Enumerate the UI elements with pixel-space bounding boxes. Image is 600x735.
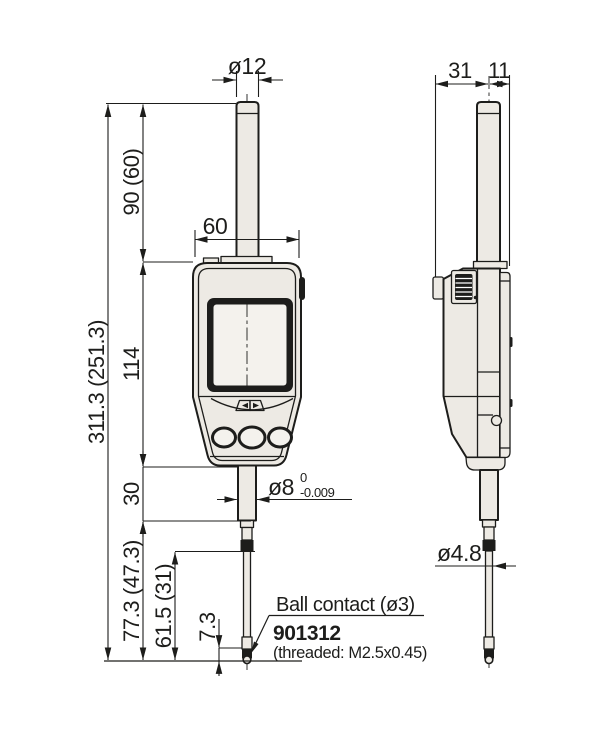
dim-lower-section: 77.3 (47.3): [119, 540, 144, 642]
callout-contact-label: Ball contact (ø3): [276, 594, 415, 616]
spindle: [242, 550, 252, 638]
arrow-key-right: [249, 399, 265, 412]
front-bump-upper: [509, 337, 513, 347]
display-screen: [213, 304, 287, 386]
dim-contact-point: 7.3: [195, 612, 220, 642]
side-bottom-cap: [465, 456, 506, 471]
button-right: [267, 426, 293, 449]
side-spindle: [484, 550, 494, 638]
side-contact-band: [484, 649, 494, 659]
side-ball-tip: [484, 655, 494, 665]
thumbwheel-pin: [473, 295, 478, 300]
side-mounting-stem: [479, 469, 499, 521]
ball-contact-callout: Ball contact (ø3) 901312 (threaded: M2.5…: [251, 594, 427, 662]
side-view: [432, 76, 513, 668]
side-view-dimensions: 31 11 ø4.8: [434, 58, 516, 570]
left-arrow-icon: [242, 402, 248, 409]
front-face-panel: [499, 271, 511, 459]
side-stem-collar: [472, 260, 508, 270]
dim-upper-stem: 90 (60): [119, 149, 144, 216]
dim-body-height: 114: [119, 347, 144, 381]
dim-mount-tol-upper: 0: [300, 470, 307, 485]
side-button-tab: [299, 277, 305, 300]
spindle-dia-arrow: [493, 562, 506, 570]
button-left: [211, 426, 237, 449]
back-tab: [432, 276, 445, 300]
contact-holder: [241, 636, 253, 650]
front-top-dimensions: ø12 60: [194, 53, 300, 258]
dim-depth-front: 11: [488, 58, 510, 83]
front-body-inner-outline: [197, 267, 297, 462]
callout-thread-spec: (threaded: M2.5x0.45): [273, 644, 427, 662]
dim-mount-tol-lower: -0.009: [300, 485, 335, 500]
side-stem-neck: [483, 526, 495, 541]
left-dimension-stack: 311.3 (251.3) 90 (60) 114 30 77.3 (47.3)…: [84, 102, 302, 676]
dim-total-length: 311.3 (251.3): [84, 320, 109, 444]
mount-stem-diameter-dim: ø8 0 -0.009: [217, 470, 352, 503]
ball-contact-tip: [242, 655, 252, 665]
clamp-screw: [490, 414, 503, 427]
right-arrow-icon: [253, 402, 259, 409]
side-contact-holder: [483, 636, 495, 650]
dim-mount-diameter: ø8: [268, 474, 294, 500]
stem-neck: [241, 526, 253, 541]
dim-stem-diameter: ø12: [228, 53, 266, 79]
stop-ring: [240, 540, 254, 551]
front-upper-stem: [235, 101, 260, 264]
dim-spindle-section: 61.5 (31): [151, 564, 176, 648]
side-upper-stem: [476, 101, 501, 263]
dim-mount-stem: 30: [119, 482, 144, 506]
mounting-stem: [237, 464, 257, 522]
callout-part-number: 901312: [273, 622, 341, 645]
side-stop-ring: [482, 540, 496, 551]
button-center: [237, 425, 267, 450]
dim-bezel-width: 60: [203, 213, 228, 239]
panel-arc: [210, 397, 294, 411]
dim-depth-rear: 31: [448, 58, 472, 83]
front-bump-lower: [509, 399, 513, 407]
side-stem-step: [481, 519, 497, 528]
front-view: [192, 94, 305, 670]
dim-spindle-diameter: ø4.8: [437, 540, 481, 566]
contact-band: [242, 649, 252, 659]
callout-leader-arrow: [251, 641, 259, 654]
